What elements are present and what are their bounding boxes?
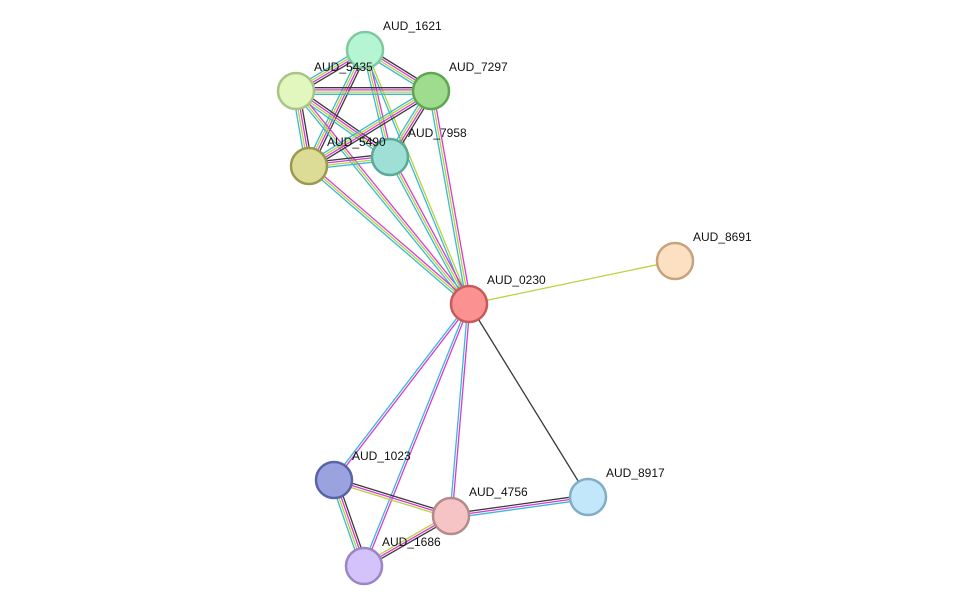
edge-strand-blue (332, 302, 469, 480)
edge-AUD_0230-AUD_8917 (468, 303, 589, 498)
node-label-AUD_1686: AUD_1686 (382, 535, 441, 549)
node-label-AUD_1621: AUD_1621 (383, 19, 442, 33)
edge-AUD_0230-AUD_1686 (362, 303, 471, 567)
edge-strand-blue (305, 48, 363, 165)
edge-strand-magenta (309, 50, 367, 167)
edge-strand-magenta (334, 304, 471, 482)
node-AUD_5490[interactable] (289, 146, 329, 186)
edge-strand-lime (308, 89, 431, 166)
edge-strand-blue (451, 498, 589, 519)
edge-AUD_5435-AUD_0230 (293, 89, 472, 306)
node-label-AUD_8691: AUD_8691 (693, 230, 752, 244)
edge-strand-black (450, 494, 588, 515)
edge-strand-black (468, 303, 589, 498)
edge-strand-lime (430, 90, 470, 305)
node-AUD_8917[interactable] (568, 477, 608, 517)
edge-strand-blue (307, 167, 468, 307)
edge-strand-lime (307, 49, 365, 166)
edge-strand-lime (308, 165, 470, 305)
edge-strand-magenta (391, 155, 472, 304)
edge-strand-blue (449, 303, 469, 516)
edge-AUD_7297-AUD_5490 (306, 87, 434, 170)
edge-strand-blue (293, 91, 468, 306)
edge-AUD_4756-AUD_8917 (450, 494, 589, 519)
node-AUD_8691[interactable] (655, 241, 695, 281)
node-AUD_1621[interactable] (345, 30, 385, 70)
node-AUD_5435[interactable] (276, 71, 316, 111)
edge-AUD_0230-AUD_1023 (332, 302, 471, 482)
node-label-AUD_8917: AUD_8917 (606, 466, 665, 480)
edge-strand-black (334, 477, 452, 515)
edge-AUD_0230-AUD_8691 (468, 260, 676, 305)
edge-AUD_1023-AUD_4756 (333, 477, 452, 519)
edge-AUD_7297-AUD_0230 (428, 90, 472, 305)
edge-strand-blue (387, 157, 468, 306)
node-label-AUD_1023: AUD_1023 (352, 449, 411, 463)
edge-strand-lime (295, 90, 470, 305)
node-label-AUD_5490: AUD_5490 (327, 135, 386, 149)
edge-AUD_7958-AUD_0230 (387, 155, 472, 306)
edge-strand-blue (362, 303, 469, 566)
edge-strand-blue (363, 50, 469, 305)
edge-strand-magenta (364, 304, 471, 567)
edge-strand-black (310, 93, 434, 170)
edge-strand-black (297, 87, 393, 155)
edge-AUD_5490-AUD_0230 (307, 163, 471, 307)
node-AUD_0230[interactable] (449, 284, 489, 324)
edge-strand-black (311, 51, 369, 168)
node-AUD_4756[interactable] (431, 496, 471, 536)
node-label-AUD_7958: AUD_7958 (408, 126, 467, 140)
node-label-AUD_4756: AUD_4756 (469, 485, 528, 499)
edge-strand-lime (389, 156, 470, 305)
edge-AUD_0230-AUD_4756 (449, 303, 471, 517)
node-label-AUD_5435: AUD_5435 (314, 60, 373, 74)
edge-strand-magenta (333, 479, 452, 517)
edge-strand-magenta (450, 496, 589, 517)
nodes-layer (276, 30, 695, 586)
edge-strand-magenta (297, 89, 472, 304)
edge-strand-magenta (451, 304, 471, 517)
edge-strand-lime (333, 481, 451, 519)
edge-AUD_5435-AUD_7297 (296, 87, 431, 95)
node-AUD_1023[interactable] (314, 460, 354, 500)
node-AUD_1686[interactable] (344, 546, 384, 586)
edge-strand-magenta (432, 90, 472, 304)
edge-strand-blue (306, 87, 430, 164)
node-AUD_7958[interactable] (370, 137, 410, 177)
edge-strand-blue (428, 91, 468, 305)
edge-strand-magenta (310, 163, 471, 303)
node-label-AUD_0230: AUD_0230 (487, 273, 546, 287)
edge-strand-magenta (309, 91, 432, 168)
edge-strand-lime (468, 260, 676, 305)
node-label-AUD_7297: AUD_7297 (449, 60, 508, 74)
node-AUD_7297[interactable] (411, 71, 451, 111)
edge-AUD_1621-AUD_5490 (305, 48, 369, 168)
